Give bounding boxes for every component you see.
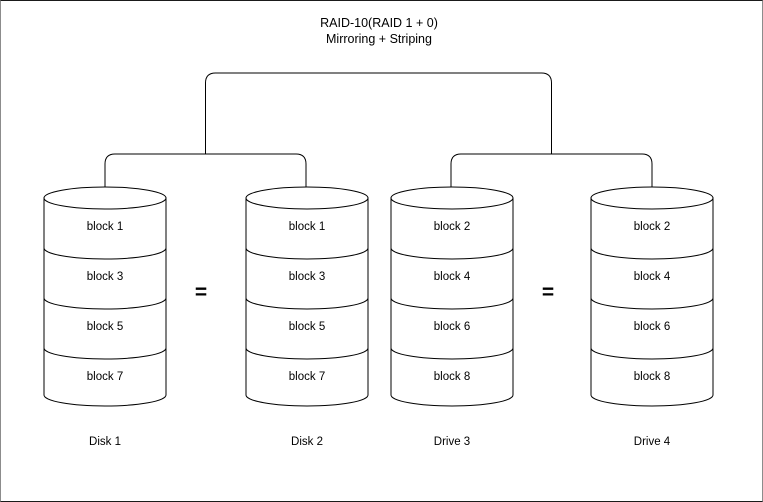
block-divider [590,347,714,360]
disk-body [43,197,167,407]
disk-name-label: Drive 4 [634,436,671,448]
block-label: block 4 [434,271,471,283]
disk-body [245,197,369,407]
block-divider [245,347,369,360]
disk-name-label: Drive 3 [434,436,470,448]
block-label: block 1 [289,221,325,233]
block-label: block 5 [87,321,123,333]
block-label: block 6 [434,321,470,333]
block-divider [390,297,514,310]
block-divider [590,297,714,310]
disk-1: block 1 block 3 block 5 block 7 Disk 1 [43,186,167,448]
block-label: block 8 [434,371,470,383]
block-divider [245,297,369,310]
block-label: block 6 [634,321,670,333]
equals-sign-2: = [542,281,554,304]
raid-tree-connectors [104,72,653,198]
block-label: block 2 [434,221,470,233]
diagram-title: RAID-10(RAID 1 + 0) Mirroring + Striping [320,16,438,46]
disk-body [590,197,714,407]
disk-top-ellipse [390,186,514,210]
mirror-equals-signs: == [195,281,554,304]
title-line-2: Mirroring + Striping [326,32,432,46]
block-label: block 3 [87,271,123,283]
block-label: block 5 [289,321,325,333]
root-connector [205,72,552,154]
block-label: block 3 [289,271,325,283]
disk-top-ellipse [245,186,369,210]
block-divider [590,247,714,260]
disk-body [390,197,514,407]
disk-2: block 1 block 3 block 5 block 7 Disk 2 [245,186,369,448]
block-label: block 8 [634,371,670,383]
disk-name-label: Disk 1 [89,436,121,448]
block-divider [245,247,369,260]
disk-top-ellipse [590,186,714,210]
block-label: block 2 [634,221,670,233]
block-label: block 7 [289,371,325,383]
title-line-1: RAID-10(RAID 1 + 0) [320,16,438,30]
block-divider [43,297,167,310]
block-label: block 1 [87,221,123,233]
right-mirror-connector [450,153,653,198]
left-mirror-connector [104,153,307,198]
block-divider [390,347,514,360]
block-label: block 7 [87,371,123,383]
disk-top-ellipse [43,186,167,210]
block-divider [390,247,514,260]
equals-sign-1: = [195,281,207,304]
disk-3: block 2 block 4 block 6 block 8 Drive 3 [390,186,514,448]
block-divider [43,347,167,360]
disk-4: block 2 block 4 block 6 block 8 Drive 4 [590,186,714,448]
disk-name-label: Disk 2 [291,436,323,448]
block-label: block 4 [634,271,671,283]
block-divider [43,247,167,260]
